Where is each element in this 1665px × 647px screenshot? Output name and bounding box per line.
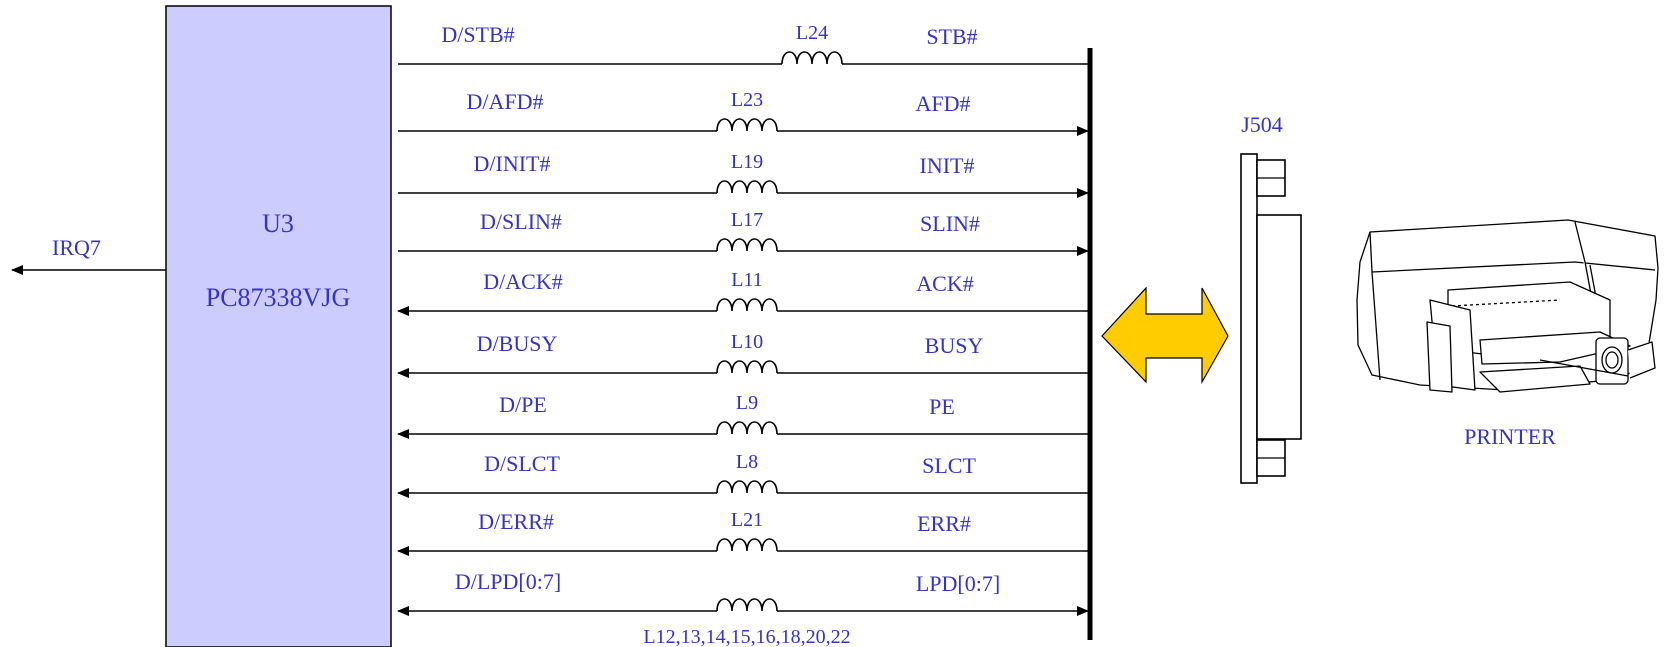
chip-signal-label: D/SLCT	[484, 451, 560, 476]
printer-icon	[1356, 219, 1659, 393]
signal-row: D/LPD[0:7] L12,13,14,15,16,18,20,22 LPD[0:…	[397, 569, 1089, 647]
chip-signal-label: D/STB#	[441, 22, 514, 47]
inductor-coil	[716, 421, 778, 435]
port-signal-label: STB#	[926, 24, 977, 49]
port-signal-label: ACK#	[916, 271, 973, 296]
inductor-label: L17	[731, 209, 763, 231]
inductor-coil	[716, 118, 778, 132]
chip-part: PC87338VJG	[206, 283, 350, 312]
chip-signal-label: D/INIT#	[474, 151, 551, 176]
port-signal-label: ERR#	[917, 511, 971, 536]
chip-signal-label: D/BUSY	[477, 331, 558, 356]
inductor-coil	[716, 238, 778, 252]
printer-label: PRINTER	[1464, 424, 1556, 449]
inductor-label: L12,13,14,15,16,18,20,22	[643, 626, 850, 647]
chip-signal-label: D/AFD#	[466, 89, 543, 114]
signal-row: D/SLCT L8 SLCT	[397, 451, 1088, 498]
chip-signal-label: D/PE	[499, 392, 547, 417]
port-signal-label: SLCT	[922, 453, 976, 478]
chip-ref: U3	[262, 209, 294, 238]
chip-signal-label: D/SLIN#	[480, 209, 562, 234]
connector-j504	[1240, 153, 1302, 484]
bidirectional-arrow	[1101, 286, 1229, 385]
connector-label: J504	[1241, 112, 1283, 137]
inductor-coil	[716, 480, 778, 494]
inductor-coil	[716, 360, 778, 374]
port-signal-label: LPD[0:7]	[916, 571, 1000, 596]
signal-row: D/INIT# L19 INIT#	[398, 151, 1089, 198]
inductor-label: L19	[731, 151, 763, 173]
inductor-label: L8	[736, 451, 758, 473]
chip-signal-label: D/LPD[0:7]	[455, 569, 561, 594]
inductor-coil	[716, 538, 778, 552]
signal-row: D/AFD# L23 AFD#	[398, 89, 1089, 136]
port-signal-label: BUSY	[925, 333, 984, 358]
signal-row: D/SLIN# L17 SLIN#	[398, 209, 1089, 256]
inductor-label: L10	[731, 331, 763, 353]
chip-signal-label: D/ERR#	[478, 509, 554, 534]
port-signal-label: INIT#	[920, 153, 975, 178]
chip-signal-label: D/ACK#	[483, 269, 562, 294]
port-signal-label: AFD#	[915, 91, 970, 116]
signal-rows: D/STB# L24 STB# D/AFD# L23 AFD# D/INIT# L19 INIT…	[397, 22, 1089, 647]
signal-row: D/STB# L24 STB#	[398, 22, 1088, 65]
inductor-label: L11	[731, 269, 762, 291]
signal-row: D/BUSY L10 BUSY	[397, 331, 1088, 378]
inductor-label: L21	[731, 509, 763, 531]
port-signal-label: SLIN#	[920, 211, 980, 236]
inductor-coil	[716, 598, 778, 612]
port-signal-label: PE	[929, 394, 955, 419]
inductor-label: L24	[796, 22, 828, 44]
inductor-coil	[716, 298, 778, 312]
irq-label: IRQ7	[52, 235, 101, 260]
signal-row: D/PE L9 PE	[397, 392, 1088, 439]
inductor-label: L23	[731, 89, 763, 111]
inductor-coil	[781, 51, 843, 65]
chip-block	[165, 5, 392, 647]
inductor-label: L9	[736, 392, 758, 414]
signal-row: D/ACK# L11 ACK#	[397, 269, 1088, 316]
signal-row: D/ERR# L21 ERR#	[397, 509, 1088, 556]
inductor-coil	[716, 180, 778, 194]
